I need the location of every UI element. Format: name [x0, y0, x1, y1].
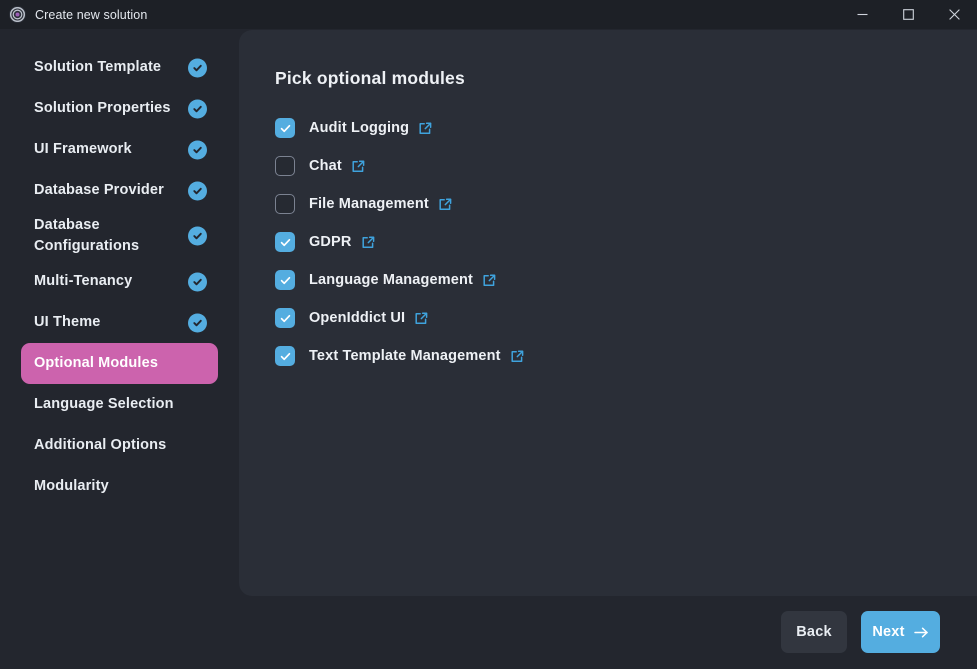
sidebar-item-optional-modules[interactable]: Optional Modules: [21, 343, 218, 385]
wizard-footer: Back Next: [0, 595, 977, 669]
module-label: Chat: [309, 158, 342, 174]
sidebar-item-label: UI Theme: [34, 314, 101, 331]
sidebar-item-label: Solution Properties: [34, 99, 171, 116]
checkbox-openiddict-ui[interactable]: [275, 308, 295, 328]
list-item: Language Management: [275, 261, 957, 299]
list-item: Chat: [275, 147, 957, 185]
external-link-icon[interactable]: [510, 349, 525, 364]
step-complete-check-icon: [188, 58, 207, 77]
sidebar-item-ui-framework[interactable]: UI Framework: [21, 129, 218, 170]
external-link-icon[interactable]: [482, 273, 497, 288]
step-complete-check-icon: [188, 140, 207, 159]
step-complete-check-icon: [188, 226, 207, 246]
external-link-icon[interactable]: [418, 121, 433, 136]
external-link-icon[interactable]: [438, 197, 453, 212]
maximize-icon[interactable]: [885, 0, 931, 29]
sidebar-item-database-provider[interactable]: Database Provider: [21, 170, 218, 211]
checkbox-audit-logging[interactable]: [275, 118, 295, 138]
checkbox-gdpr[interactable]: [275, 232, 295, 252]
window-controls: [839, 0, 977, 29]
sidebar-item-solution-template[interactable]: Solution Template: [21, 47, 218, 88]
checkbox-file-management[interactable]: [275, 194, 295, 214]
module-checkbox-list: Audit Logging Chat File Management: [275, 109, 957, 375]
sidebar-item-solution-properties[interactable]: Solution Properties: [21, 88, 218, 129]
next-button[interactable]: Next: [861, 611, 940, 653]
list-item: Audit Logging: [275, 109, 957, 147]
external-link-icon[interactable]: [351, 159, 366, 174]
list-item: GDPR: [275, 223, 957, 261]
step-complete-check-icon: [188, 181, 207, 200]
sidebar-item-label: Optional Modules: [34, 355, 159, 372]
module-label: File Management: [309, 196, 429, 212]
sidebar-item-label: Database Provider: [34, 181, 164, 198]
next-button-label: Next: [872, 624, 905, 640]
list-item: File Management: [275, 185, 957, 223]
module-label: Language Management: [309, 272, 473, 288]
sidebar-item-label: Modularity: [34, 478, 109, 495]
external-link-icon[interactable]: [361, 235, 376, 250]
checkbox-text-template-management[interactable]: [275, 346, 295, 366]
minimize-icon[interactable]: [839, 0, 885, 29]
abp-circle-logo-icon: [9, 6, 26, 23]
optional-modules-panel: Pick optional modules Audit Logging Chat: [239, 30, 977, 596]
window-body: Solution Template Solution Properties UI…: [0, 29, 977, 669]
sidebar-item-label: Database Configurations: [34, 217, 140, 255]
page-title: Pick optional modules: [275, 68, 465, 88]
module-label: GDPR: [309, 234, 352, 250]
module-label: Audit Logging: [309, 120, 410, 136]
sidebar-item-label: Multi-Tenancy: [34, 273, 133, 290]
sidebar-item-language-selection[interactable]: Language Selection: [21, 384, 218, 425]
arrow-right-icon: [913, 626, 929, 639]
sidebar-item-label: UI Framework: [34, 140, 132, 157]
list-item: Text Template Management: [275, 337, 957, 375]
title-bar: Create new solution: [0, 0, 977, 29]
sidebar-item-modularity[interactable]: Modularity: [21, 466, 218, 507]
step-complete-check-icon: [188, 313, 207, 333]
step-complete-check-icon: [188, 99, 207, 118]
wizard-step-sidebar: Solution Template Solution Properties UI…: [0, 29, 239, 669]
checkbox-language-management[interactable]: [275, 270, 295, 290]
module-label: Text Template Management: [309, 348, 501, 364]
sidebar-item-label: Additional Options: [34, 437, 167, 454]
back-button[interactable]: Back: [781, 611, 847, 653]
sidebar-item-label: Language Selection: [34, 396, 174, 413]
sidebar-item-database-configurations[interactable]: Database Configurations: [21, 211, 218, 261]
window-title: Create new solution: [35, 7, 148, 22]
sidebar-item-additional-options[interactable]: Additional Options: [21, 425, 218, 466]
module-label: OpenIddict UI: [309, 310, 406, 326]
checkbox-chat[interactable]: [275, 156, 295, 176]
list-item: OpenIddict UI: [275, 299, 957, 337]
external-link-icon[interactable]: [414, 311, 429, 326]
step-complete-check-icon: [188, 272, 207, 292]
sidebar-item-ui-theme[interactable]: UI Theme: [21, 302, 218, 343]
sidebar-item-multi-tenancy[interactable]: Multi-Tenancy: [21, 261, 218, 302]
sidebar-item-label: Solution Template: [34, 58, 162, 75]
close-icon[interactable]: [931, 0, 977, 29]
title-bar-left: Create new solution: [0, 6, 147, 23]
